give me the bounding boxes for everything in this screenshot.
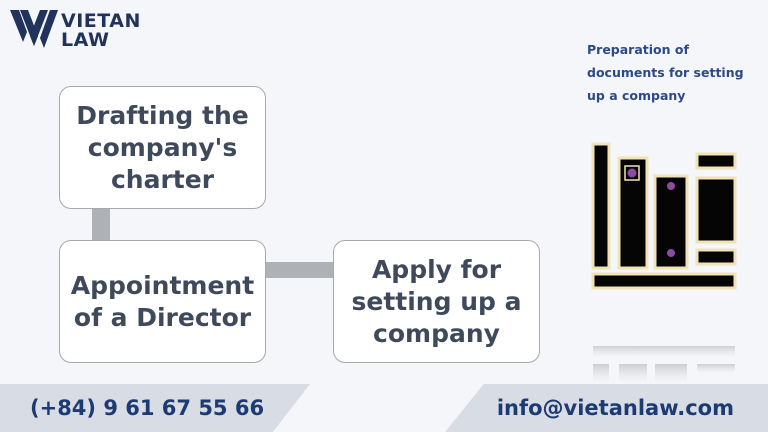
step-label: Drafting the company's charter [76,100,249,194]
contact-email[interactable]: info@vietanlaw.com [496,396,734,420]
footer-band-left [0,384,310,432]
step-drafting-charter: Drafting the company's charter [59,86,266,209]
step-appoint-director: Appointment of a Director [59,240,266,363]
brand-logo: VIETAN LAW [10,8,150,56]
contact-phone[interactable]: (+84) 9 61 67 55 66 [30,396,265,420]
footer-band-right [445,384,768,432]
step-label: Appointment of a Director [70,270,255,332]
connector-vertical [92,209,110,240]
brand-wordmark: VIETAN LAW [61,12,141,50]
brand-line1: VIETAN [61,10,141,32]
step-label: Apply for setting up a company [351,254,522,348]
brand-line2: LAW [61,29,110,51]
books-on-shelf-icon [591,142,737,290]
books-reflection [593,346,735,384]
side-caption: Preparation of documents for setting up … [587,42,744,103]
step-apply-setup: Apply for setting up a company [333,240,540,363]
vietan-logo-mark-icon [10,10,58,48]
connector-horizontal [266,262,333,278]
